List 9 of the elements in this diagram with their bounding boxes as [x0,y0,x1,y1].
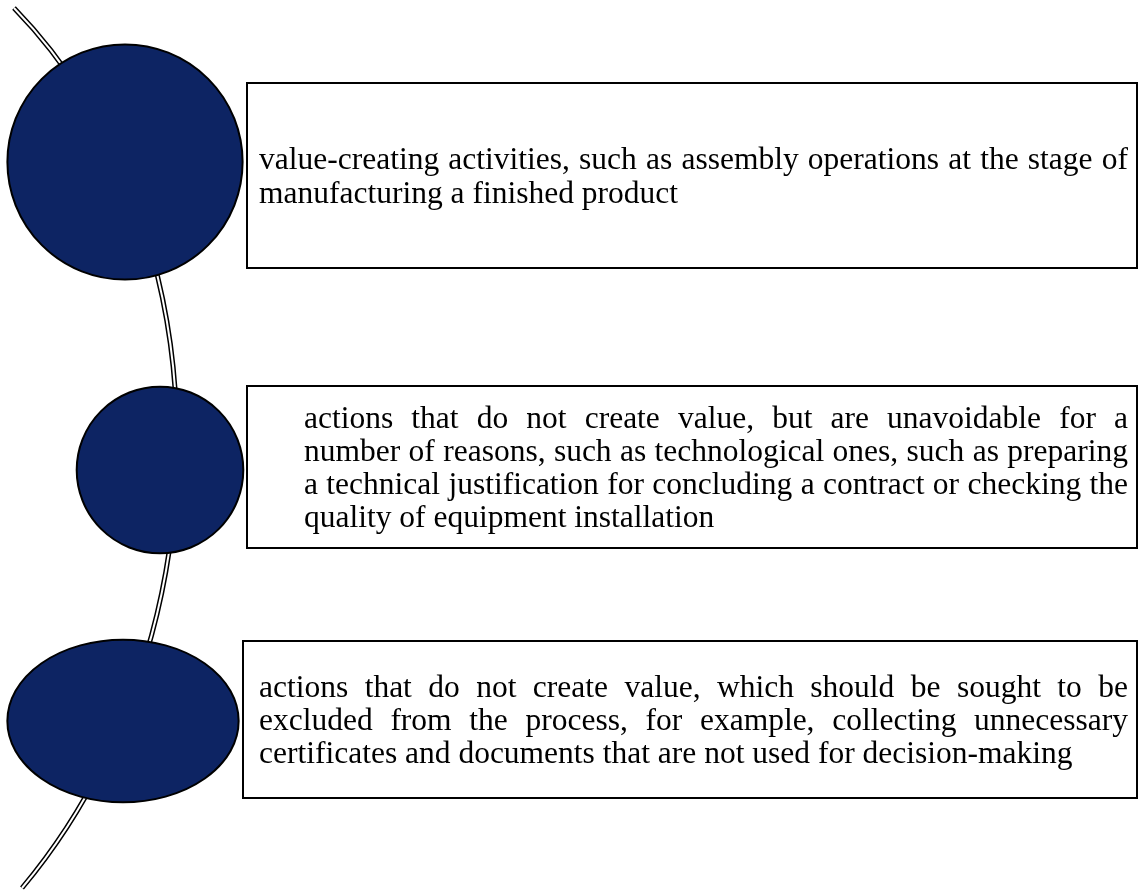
circle-shape [5,638,241,804]
description-text: actions that do not create value, but are unavoidable for a number of reasons, such as technological ones, such as preparing a technical justification for concluding a contract or checking the quality of equipment installation [304,400,1128,534]
circle-shape [5,42,245,282]
circle-shape [75,385,245,555]
description-text: value-creating activities, such as assembly operations at the stage of manufacturing a finished product [259,142,1128,209]
text-box [246,385,1138,549]
text-box [246,82,1138,269]
description-text: actions that do not create value, which should be sought to be excluded from the process, for example, collecting unnecessary certificates and documents that are not used for decision-making [259,669,1128,770]
text-box [242,640,1138,799]
